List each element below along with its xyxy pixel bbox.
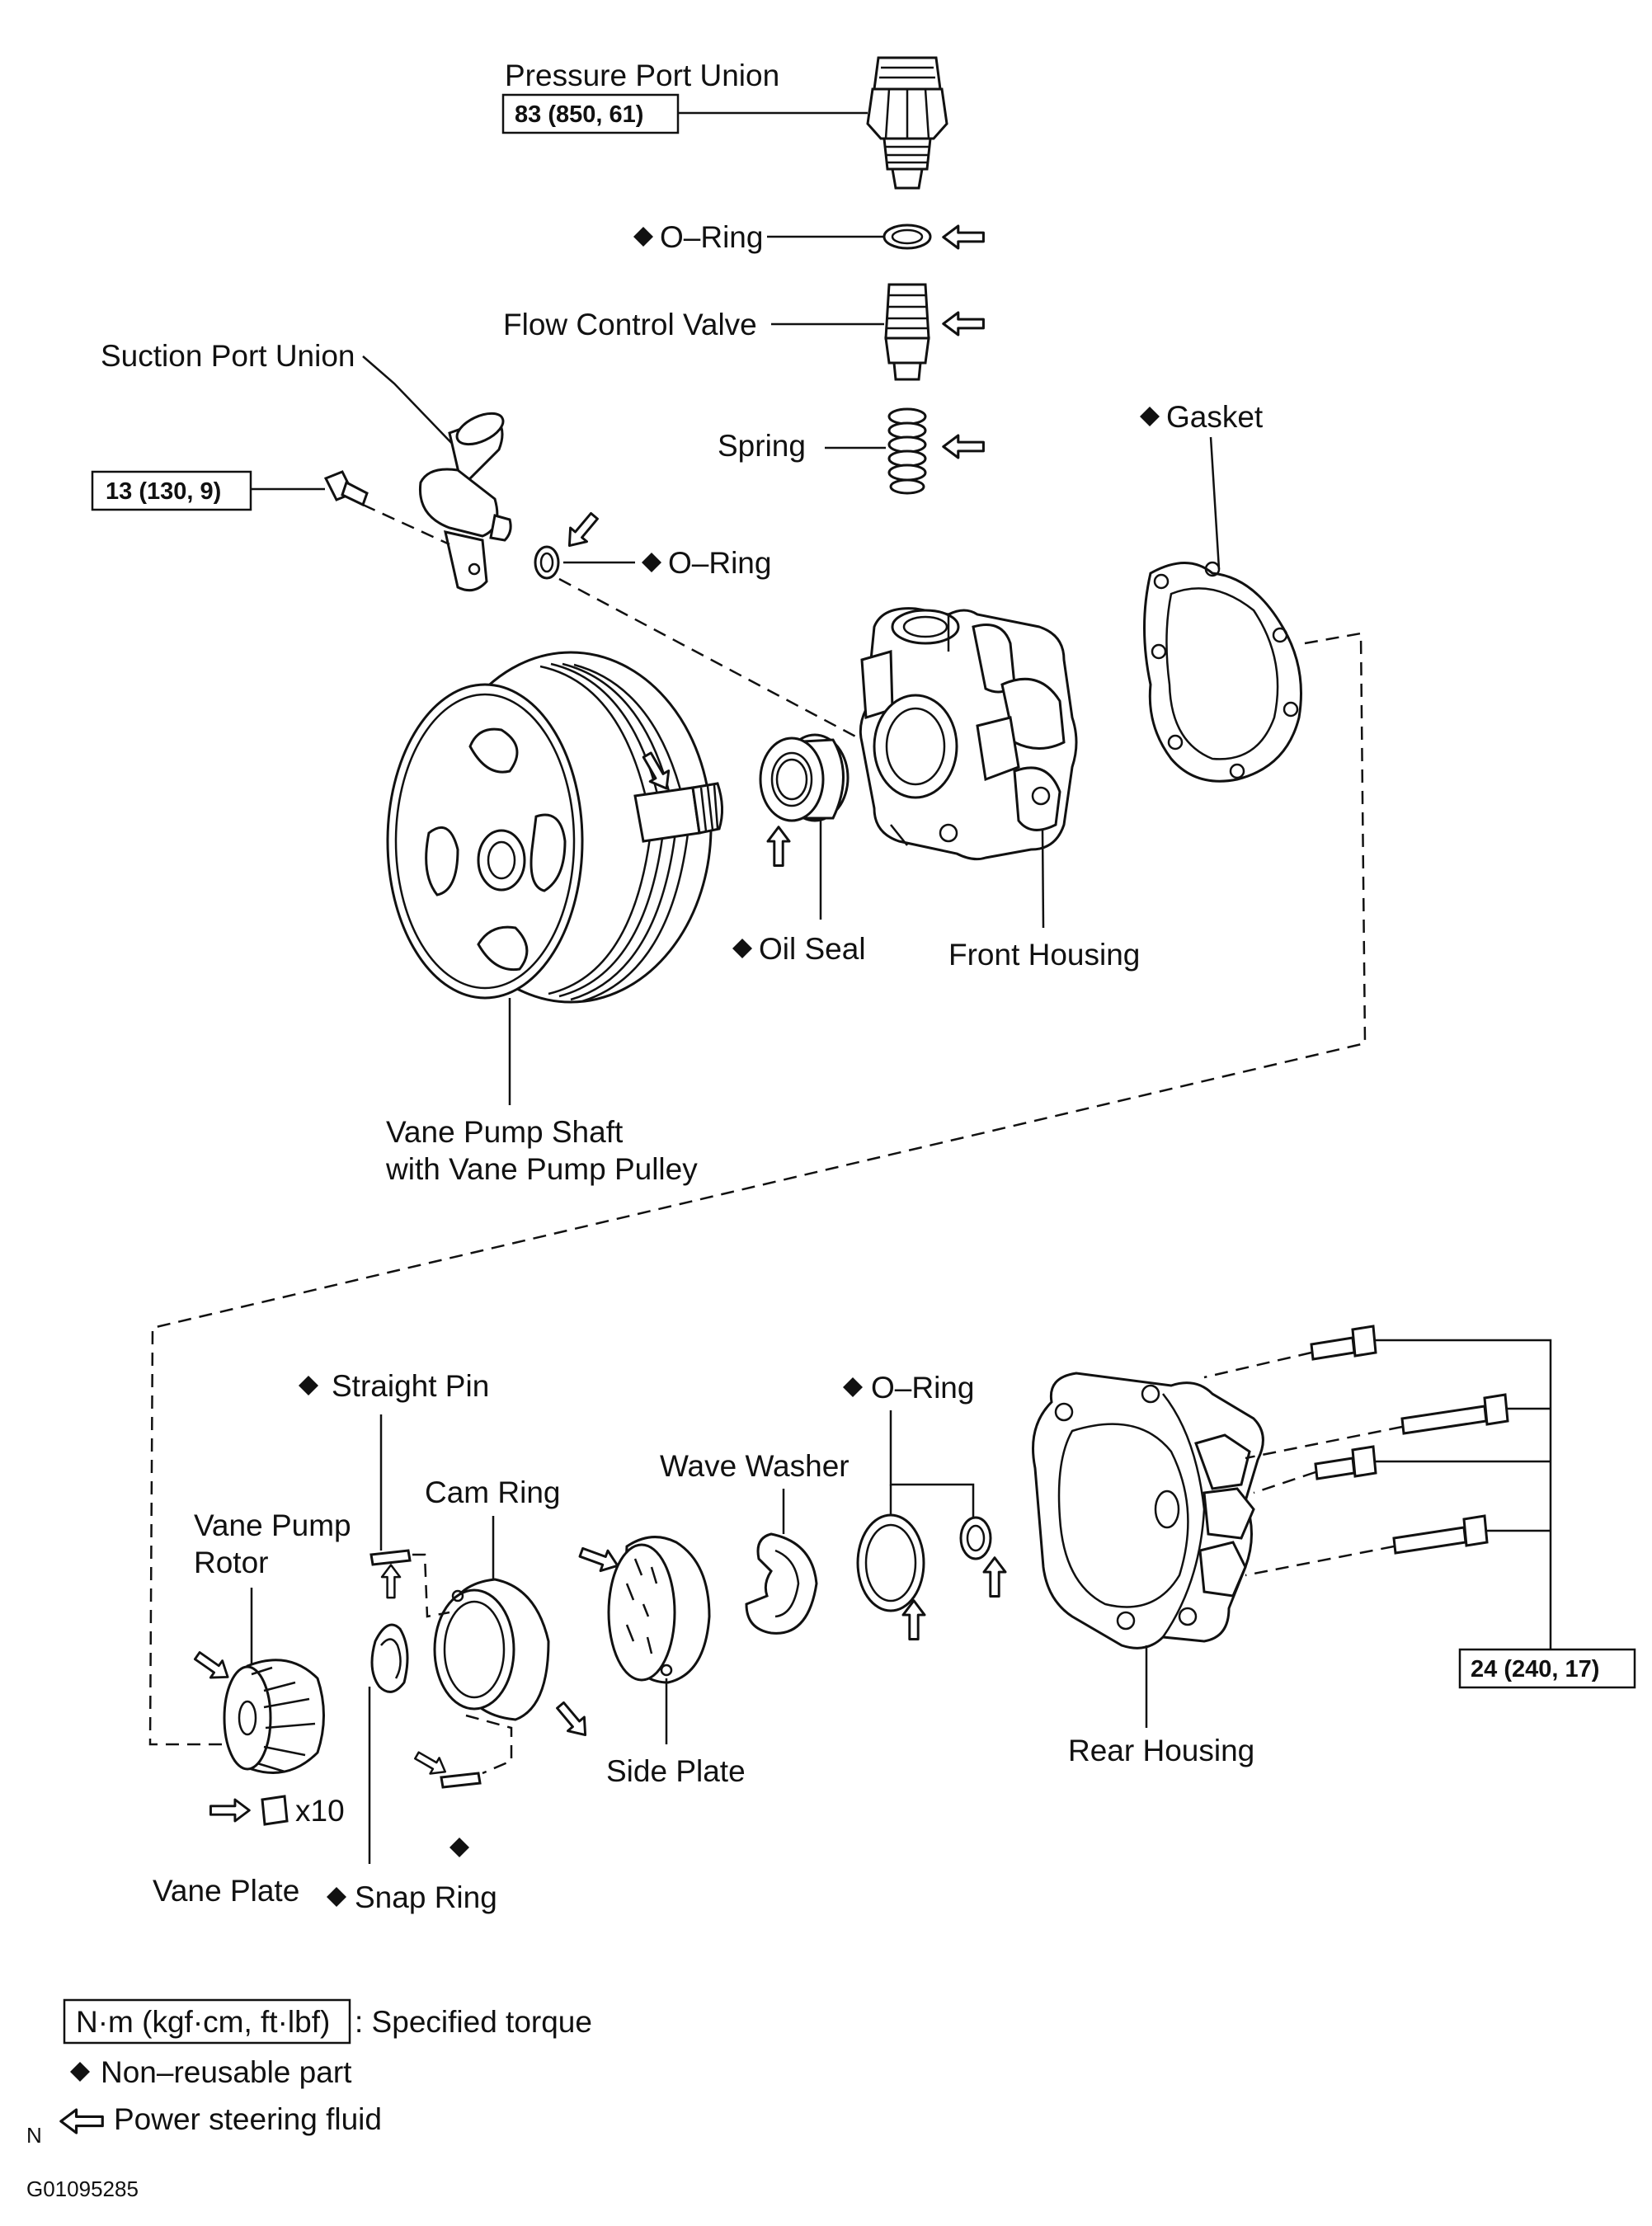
legend-non-reusable: Non–reusable part <box>101 2055 352 2089</box>
o-ring-top <box>882 224 932 250</box>
pressure-port-union <box>866 56 948 190</box>
vane-pump-shaft <box>633 782 723 843</box>
side-plate-label: Side Plate <box>606 1754 746 1788</box>
wave-washer-label: Wave Washer <box>660 1449 850 1483</box>
non-reusable-diamond-icon <box>327 1887 346 1907</box>
fluid-arrow-icon <box>942 311 985 336</box>
fluid-arrow-icon <box>59 2108 104 2134</box>
straight-pin-bottom <box>440 1772 482 1789</box>
torque-suction-bolt: 13 (130, 9) <box>106 478 221 505</box>
spring <box>887 407 927 495</box>
o-ring-rear-large <box>856 1513 925 1612</box>
o-ring-rear-small <box>959 1516 992 1560</box>
front-housing-label: Front Housing <box>948 938 1140 972</box>
fluid-arrow-icon <box>209 1798 251 1823</box>
fluid-arrow-icon <box>766 826 791 868</box>
flow-control-valve <box>884 283 930 381</box>
o-ring-suction <box>534 545 560 580</box>
vane-plate-qty: x10 <box>295 1794 345 1828</box>
non-reusable-diamond-icon <box>732 939 752 958</box>
vane-pump-shaft-label-line2: with Vane Pump Pulley <box>385 1152 698 1186</box>
rear-housing-bolts <box>1310 1325 1509 1555</box>
figure-id: G01095285 <box>26 2177 139 2201</box>
legend-fluid: Power steering fluid <box>114 2102 382 2136</box>
snap-ring <box>370 1623 409 1693</box>
non-reusable-diamond-icon <box>642 553 661 572</box>
o-ring-top-label: O–Ring <box>660 220 763 254</box>
oil-seal-label: Oil Seal <box>759 932 866 966</box>
front-housing <box>859 607 1078 861</box>
non-reusable-diamond-icon <box>1140 407 1160 426</box>
straight-pin-label: Straight Pin <box>332 1369 489 1403</box>
suction-port-bolt <box>323 470 369 507</box>
legend-torque-unit: N·m (kgf·cm, ft·lbf) <box>76 2005 330 2039</box>
vane-plate <box>261 1795 289 1826</box>
vane-pump-shaft-label-line1: Vane Pump Shaft <box>386 1115 624 1149</box>
o-ring-suction-label: O–Ring <box>668 546 771 580</box>
fluid-arrow-icon <box>190 1645 235 1687</box>
flow-control-valve-label: Flow Control Valve <box>503 308 757 341</box>
corner-mark: N <box>26 2123 42 2148</box>
suction-port-union <box>418 412 512 592</box>
cam-ring-label: Cam Ring <box>425 1475 561 1509</box>
fluid-arrow-icon <box>942 224 985 250</box>
oil-seal <box>759 733 850 822</box>
vane-pump-rotor <box>223 1659 325 1774</box>
non-reusable-diamond-icon <box>633 227 653 247</box>
o-ring-rear-label: O–Ring <box>871 1371 974 1405</box>
fluid-arrow-icon <box>380 1564 402 1599</box>
suction-port-union-label: Suction Port Union <box>101 339 355 373</box>
torque-pressure-port: 83 (850, 61) <box>515 101 643 128</box>
non-reusable-diamond-icon <box>70 2062 90 2082</box>
snap-ring-label: Snap Ring <box>355 1880 497 1914</box>
wave-washer <box>745 1532 818 1635</box>
non-reusable-diamond-icon <box>299 1376 318 1395</box>
torque-box-rear-bolts <box>1458 1648 1636 1689</box>
torque-box-pressure-port <box>501 93 680 134</box>
vane-pump-rotor-label-line2: Rotor <box>194 1546 268 1579</box>
torque-box-suction-bolt <box>91 470 252 511</box>
fluid-arrow-icon <box>982 1556 1007 1598</box>
gasket-label: Gasket <box>1166 400 1264 434</box>
vane-pump-pulley <box>386 651 713 1004</box>
spring-label: Spring <box>718 429 806 463</box>
legend-torque-desc: : Specified torque <box>355 2005 592 2039</box>
legend: N·m (kgf·cm, ft·lbf) : Specified torque … <box>59 1998 592 2136</box>
fluid-arrow-icon <box>942 434 985 459</box>
non-reusable-diamond-icon <box>449 1838 469 1857</box>
fluid-arrow-icon <box>551 1697 595 1744</box>
cam-ring <box>433 1578 550 1721</box>
rear-housing <box>1032 1372 1264 1649</box>
fluid-arrow-icon <box>411 1746 451 1781</box>
rear-housing-label: Rear Housing <box>1068 1734 1254 1767</box>
vane-plate-label: Vane Plate <box>153 1874 299 1908</box>
legend-torque-box <box>63 1998 351 2045</box>
vane-pump-rotor-label-line1: Vane Pump <box>194 1508 351 1542</box>
side-plate <box>607 1536 711 1684</box>
straight-pin-top <box>369 1549 412 1566</box>
non-reusable-diamond-icon <box>843 1377 863 1397</box>
gasket <box>1143 561 1302 783</box>
torque-rear-bolts: 24 (240, 17) <box>1471 1656 1599 1682</box>
pressure-port-union-label: Pressure Port Union <box>505 59 779 92</box>
fluid-arrow-icon <box>559 507 604 554</box>
